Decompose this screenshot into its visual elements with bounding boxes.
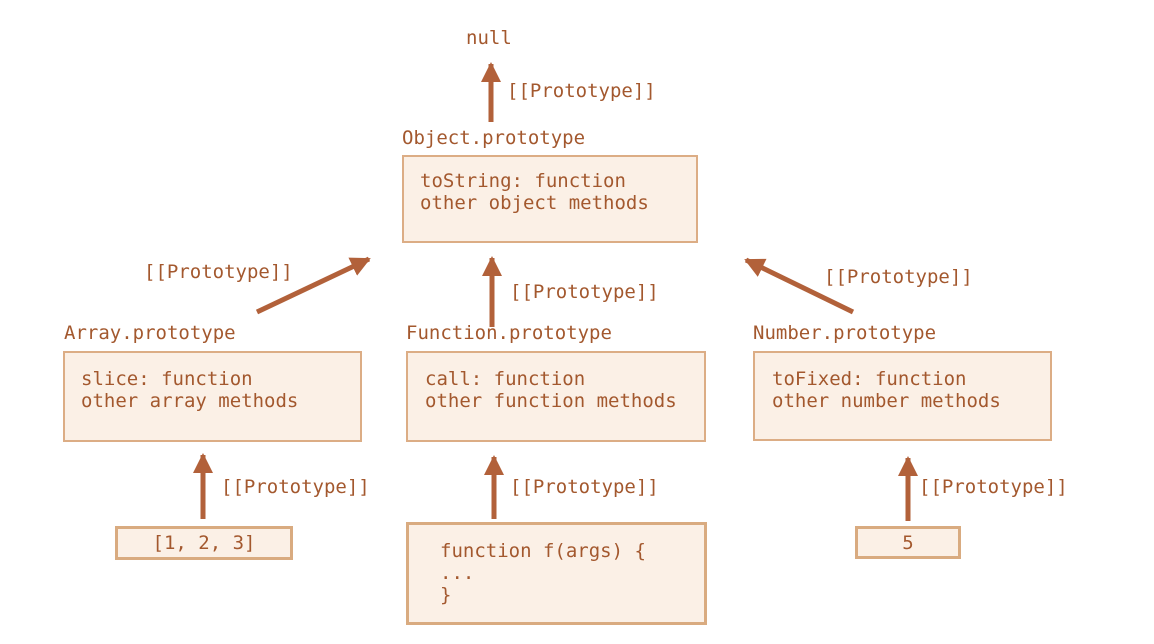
function-prototype-box: call: function other function methods (406, 351, 706, 442)
array-prototype-line: slice: function (81, 368, 253, 390)
array-instance-value: [1, 2, 3] (152, 532, 256, 554)
function-prototype-line: call: function (425, 368, 586, 390)
array-instance-box: [1, 2, 3] (115, 526, 293, 560)
number-prototype-line: toFixed: function (772, 368, 967, 390)
number-instance-box: 5 (855, 526, 961, 559)
function-instance-box: function f(args) { ... } (406, 522, 707, 625)
prototype-edge-label-function-object: [[Prototype]] (510, 281, 659, 303)
array-prototype-line: other array methods (81, 390, 299, 412)
prototype-edge-label-number-object: [[Prototype]] (824, 266, 973, 288)
prototype-edge-label-numinst: [[Prototype]] (919, 476, 1068, 498)
object-prototype-line: other object methods (420, 192, 649, 214)
function-instance-line: ... (440, 562, 475, 584)
object-prototype-box: toString: function other object methods (402, 155, 698, 243)
null-label: null (466, 27, 512, 49)
object-prototype-title: Object.prototype (402, 127, 586, 149)
number-instance-value: 5 (902, 531, 914, 554)
array-prototype-title: Array.prototype (64, 322, 236, 344)
prototype-edge-label-array-object: [[Prototype]] (144, 261, 293, 283)
function-prototype-title: Function.prototype (406, 322, 612, 344)
object-prototype-line: toString: function (420, 170, 626, 192)
function-prototype-line: other function methods (425, 390, 677, 412)
function-instance-line: function f(args) { (440, 540, 646, 562)
number-prototype-box: toFixed: function other number methods (753, 351, 1052, 441)
number-prototype-line: other number methods (772, 390, 1001, 412)
prototype-edge-label-funcinst: [[Prototype]] (510, 476, 659, 498)
number-prototype-title: Number.prototype (753, 322, 937, 344)
prototype-edge-label-object-null: [[Prototype]] (507, 80, 656, 102)
function-instance-line: } (440, 584, 452, 606)
array-prototype-box: slice: function other array methods (63, 351, 362, 442)
prototype-edge-label-arrayinst: [[Prototype]] (221, 476, 370, 498)
